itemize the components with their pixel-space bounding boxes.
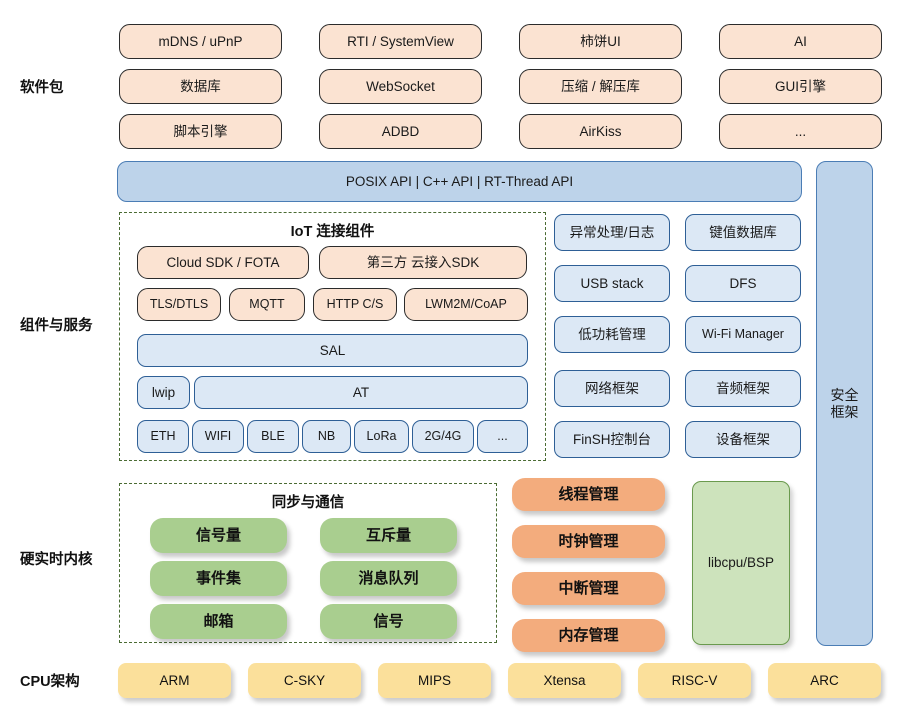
cpu-arch-box[interactable]: MIPS [378, 663, 491, 698]
iot-sal-box[interactable]: SAL [137, 334, 528, 367]
service-box[interactable]: FinSH控制台 [554, 421, 670, 458]
package-box[interactable]: 压缩 / 解压库 [519, 69, 682, 104]
package-box[interactable]: WebSocket [319, 69, 482, 104]
iot-link-box[interactable]: BLE [247, 420, 299, 453]
package-box[interactable]: GUI引擎 [719, 69, 882, 104]
service-box[interactable]: 低功耗管理 [554, 316, 670, 353]
iot-connect-group [119, 212, 546, 461]
kernel-manager-box[interactable]: 时钟管理 [512, 525, 665, 558]
sync-primitive-box[interactable]: 事件集 [150, 561, 287, 596]
package-box[interactable]: 脚本引擎 [119, 114, 282, 149]
cpu-arch-box[interactable]: C-SKY [248, 663, 361, 698]
service-box[interactable]: DFS [685, 265, 801, 302]
sync-primitive-box[interactable]: 信号 [320, 604, 457, 639]
kernel-manager-box[interactable]: 中断管理 [512, 572, 665, 605]
sync-comm-group [119, 483, 497, 643]
service-box[interactable]: 设备框架 [685, 421, 801, 458]
iot-protocol-box[interactable]: MQTT [229, 288, 305, 321]
iot-sdk-box[interactable]: Cloud SDK / FOTA [137, 246, 309, 279]
iot-lwip-box[interactable]: lwip [137, 376, 190, 409]
category-label-hard-realtime-kernel: 硬实时内核 [20, 552, 93, 568]
package-box[interactable]: 柿饼UI [519, 24, 682, 59]
sync-comm-group-title: 同步与通信 [271, 495, 345, 511]
security-framework-line2: 框架 [830, 403, 859, 420]
service-box[interactable]: Wi-Fi Manager [685, 316, 801, 353]
iot-protocol-box[interactable]: TLS/DTLS [137, 288, 221, 321]
iot-connect-group-title: IoT 连接组件 [290, 224, 375, 240]
iot-link-box[interactable]: 2G/4G [412, 420, 474, 453]
service-box[interactable]: 键值数据库 [685, 214, 801, 251]
cpu-arch-box[interactable]: Xtensa [508, 663, 621, 698]
service-box[interactable]: 网络框架 [554, 370, 670, 407]
sync-primitive-box[interactable]: 信号量 [150, 518, 287, 553]
kernel-manager-box[interactable]: 线程管理 [512, 478, 665, 511]
package-box[interactable]: AI [719, 24, 882, 59]
category-label-cpu-arch: CPU架构 [20, 674, 80, 690]
service-box[interactable]: 异常处理/日志 [554, 214, 670, 251]
package-box[interactable]: ADBD [319, 114, 482, 149]
libcpu-bsp-box[interactable]: libcpu/BSP [692, 481, 790, 645]
iot-at-box[interactable]: AT [194, 376, 528, 409]
iot-link-box[interactable]: LoRa [354, 420, 409, 453]
iot-protocol-box[interactable]: LWM2M/CoAP [404, 288, 528, 321]
package-box[interactable]: RTI / SystemView [319, 24, 482, 59]
category-label-components-services: 组件与服务 [20, 318, 93, 334]
package-box[interactable]: mDNS / uPnP [119, 24, 282, 59]
category-label-software-packages: 软件包 [20, 80, 64, 96]
cpu-arch-box[interactable]: RISC-V [638, 663, 751, 698]
cpu-arch-box[interactable]: ARM [118, 663, 231, 698]
iot-link-box[interactable]: ETH [137, 420, 189, 453]
sync-primitive-box[interactable]: 互斥量 [320, 518, 457, 553]
security-framework-line1: 安全 [830, 387, 859, 404]
service-box[interactable]: USB stack [554, 265, 670, 302]
iot-sdk-box[interactable]: 第三方 云接入SDK [319, 246, 527, 279]
sync-primitive-box[interactable]: 消息队列 [320, 561, 457, 596]
package-box[interactable]: 数据库 [119, 69, 282, 104]
cpu-arch-box[interactable]: ARC [768, 663, 881, 698]
kernel-manager-box[interactable]: 内存管理 [512, 619, 665, 652]
iot-link-box[interactable]: ... [477, 420, 528, 453]
iot-link-box[interactable]: NB [302, 420, 351, 453]
package-box[interactable]: ... [719, 114, 882, 149]
security-framework-column[interactable]: 安全 框架 [816, 161, 873, 646]
iot-link-box[interactable]: WIFI [192, 420, 244, 453]
package-box[interactable]: AirKiss [519, 114, 682, 149]
service-box[interactable]: 音频框架 [685, 370, 801, 407]
sync-primitive-box[interactable]: 邮箱 [150, 604, 287, 639]
iot-protocol-box[interactable]: HTTP C/S [313, 288, 397, 321]
api-bar[interactable]: POSIX API | C++ API | RT-Thread API [117, 161, 802, 202]
